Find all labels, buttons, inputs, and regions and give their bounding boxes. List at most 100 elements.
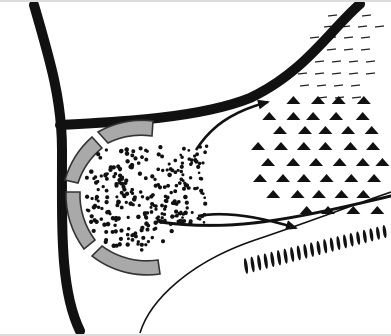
cell-dot [198, 162, 201, 165]
cell-dot [173, 189, 177, 193]
cell-dot [198, 171, 201, 174]
cell-dot [143, 211, 147, 215]
cell-dot [163, 185, 167, 189]
cell-dot [203, 150, 207, 154]
cell-dot [199, 189, 203, 193]
cell-dot [187, 187, 190, 190]
cell-dot [125, 201, 128, 204]
cell-dot [109, 212, 112, 215]
cell-dot [120, 206, 124, 210]
cell-dot [131, 149, 135, 153]
cell-dot [154, 227, 158, 231]
cell-dot [125, 151, 130, 156]
cell-dot [160, 154, 164, 158]
cell-dot [173, 159, 177, 163]
cell-dot [102, 185, 105, 188]
cell-dot [139, 146, 143, 150]
cell-dot [105, 195, 109, 199]
cell-dot [166, 184, 170, 188]
cell-dot [140, 248, 144, 252]
cell-dot [144, 176, 148, 180]
cell-dot [100, 174, 103, 177]
cell-dot [140, 155, 144, 159]
cell-dot [94, 180, 98, 184]
cell-dot [163, 219, 167, 223]
cell-dot [194, 160, 198, 164]
cell-dot [89, 169, 94, 174]
cell-dot [182, 187, 186, 191]
cell-dot [203, 221, 206, 224]
cell-dot [126, 233, 130, 237]
cell-dot [106, 222, 111, 227]
cell-dot [201, 161, 204, 164]
cell-dot [183, 182, 186, 185]
cell-dot [189, 176, 192, 179]
cell-dot [95, 198, 98, 201]
cell-dot [161, 216, 164, 219]
cell-dot [132, 197, 137, 202]
cell-dot [94, 220, 98, 224]
cell-dot [105, 189, 109, 193]
cell-dot [105, 148, 108, 151]
cell-dot [104, 200, 108, 204]
cell-dot [144, 243, 147, 246]
cell-dot [126, 242, 130, 246]
cell-dot [200, 177, 204, 181]
cell-dot [203, 202, 207, 206]
cell-dot [174, 170, 178, 174]
cell-dot [202, 192, 205, 195]
cell-dot [91, 197, 94, 200]
cell-dot [158, 185, 162, 189]
cell-dot [131, 238, 135, 242]
cell-dot [158, 145, 162, 149]
cell-dot [112, 175, 115, 178]
cell-dot [113, 224, 116, 227]
cell-dot [90, 214, 94, 218]
cell-dot [156, 167, 160, 171]
cell-dot [115, 195, 118, 198]
cell-dot [170, 191, 173, 194]
cell-dot [100, 207, 103, 210]
cell-dot [111, 244, 116, 249]
cell-dot [169, 223, 172, 226]
cell-dot [114, 219, 117, 222]
cell-dot [150, 202, 154, 206]
cell-dot [147, 240, 150, 243]
cell-dot [197, 217, 200, 220]
cell-dot [185, 201, 189, 205]
cell-dot [180, 165, 184, 169]
cell-dot [161, 239, 165, 243]
cell-dot [105, 177, 109, 181]
cell-dot [124, 147, 129, 152]
cell-dot [180, 170, 183, 173]
cell-dot [161, 169, 164, 172]
cell-dot [160, 204, 164, 208]
cell-dot [182, 219, 186, 223]
cell-dot [151, 236, 154, 239]
cell-dot [130, 153, 134, 157]
cell-dot [136, 242, 139, 245]
cell-dot [165, 199, 169, 203]
cell-dot [182, 179, 185, 182]
cell-dot [122, 194, 126, 198]
cell-dot [203, 196, 206, 199]
cell-dot [153, 178, 156, 181]
cell-dot [125, 159, 129, 163]
cell-dot [150, 174, 154, 178]
cell-dot [186, 206, 189, 209]
cell-dot [196, 165, 200, 169]
cell-dot [205, 145, 208, 148]
cell-dot [182, 212, 185, 215]
cell-dot [87, 209, 91, 213]
cell-dot [167, 173, 172, 178]
cell-dot [127, 237, 130, 240]
cell-dot [140, 226, 144, 230]
cell-dot [128, 165, 132, 169]
cell-dot [104, 238, 108, 242]
cell-dot [191, 211, 194, 214]
cell-dot [168, 162, 171, 165]
cell-dot [144, 158, 148, 162]
cell-dot [89, 220, 93, 224]
